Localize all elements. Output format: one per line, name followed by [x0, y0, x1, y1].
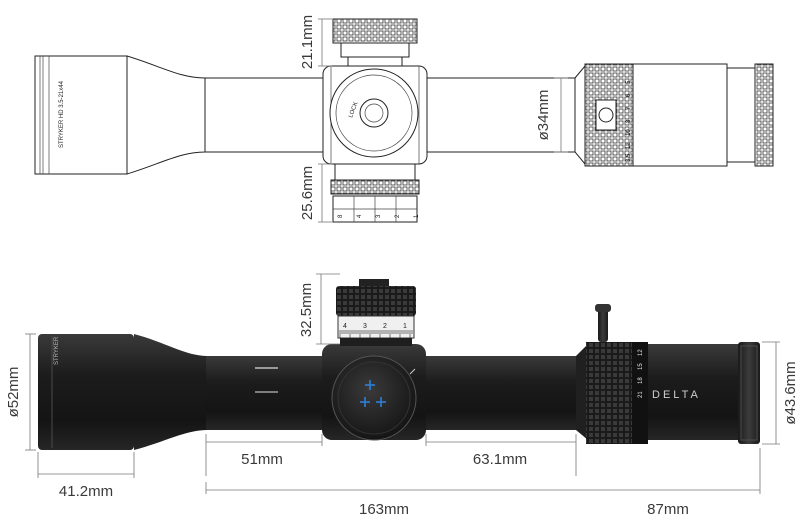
dim-rear-tube: 63.1mm [425, 434, 577, 476]
side-eyepiece: 21 18 15 12 DELTA [576, 304, 760, 444]
top-mag-number: 7 [626, 106, 632, 110]
top-mag-number: 8 [626, 119, 632, 123]
svg-text:LOCK: LOCK [348, 101, 359, 118]
top-elev-number: 8 [338, 214, 344, 218]
dim-objective-dia: ø52mm [5, 333, 36, 451]
top-mag-number: 10 [626, 129, 632, 136]
side-mag-number: 15 [638, 363, 644, 370]
top-rear-tube [426, 77, 576, 153]
dim-turret-height-label: 32.5mm [298, 283, 315, 337]
dim-objective-dia-label: ø52mm [5, 367, 22, 418]
dim-objective-len-label: 41.2mm [59, 483, 113, 500]
dim-eyepiece-dia-label: ø43.6mm [782, 361, 799, 424]
dim-front-tube-label: 51mm [241, 451, 283, 468]
top-eyepiece: 3.5 12 10 8 7 6 5 [574, 63, 774, 167]
top-brand-label: STRYKER HD 3.5-21x44 [59, 80, 65, 148]
dim-tube-label: ø34mm [535, 90, 552, 141]
dim-turret-bottom: 25.6mm [299, 163, 332, 223]
top-elev-number: 4 [357, 214, 363, 218]
top-front-tube [204, 77, 324, 153]
reticle-marks [360, 380, 386, 407]
side-front-tube [206, 356, 326, 430]
turret-scale-number: 3 [363, 323, 367, 330]
top-mag-number: 5 [626, 80, 632, 84]
dim-eyepiece-dia: ø43.6mm [762, 341, 799, 445]
turret-scale-number: 1 [403, 323, 407, 330]
side-windage-dial [331, 355, 417, 441]
side-objective: STRYKER [38, 334, 208, 450]
dim-tube: ø34mm [535, 77, 568, 153]
turret-scale-number: 2 [383, 323, 387, 330]
side-rear-tube [426, 356, 576, 430]
side-mag-number: 18 [638, 377, 644, 384]
top-view: STRYKER HD 3.5-21x44 LOCK [34, 15, 774, 223]
side-elevation-turret: 4 3 2 1 [336, 279, 416, 346]
dim-eyepiece-len-label: 87mm [647, 501, 689, 518]
top-mag-number: 3.5 [626, 153, 632, 162]
top-turret-upper [332, 18, 418, 67]
delta-logo: DELTA [652, 389, 701, 401]
top-saddle: LOCK [322, 65, 428, 165]
dim-turret-top: 21.1mm [299, 15, 332, 69]
dim-turret-height: 32.5mm [298, 273, 340, 345]
top-objective: STRYKER HD 3.5-21x44 [34, 55, 206, 175]
side-brand-label: STRYKER [54, 336, 60, 365]
top-elev-number: 3 [376, 214, 382, 218]
top-elev-number: 2 [395, 214, 401, 218]
side-mag-number: 21 [638, 391, 644, 398]
dim-front-total-label: 163mm [359, 501, 409, 518]
dim-turret-top-label: 21.1mm [299, 15, 316, 69]
top-mag-number: 12 [626, 142, 632, 149]
dim-front-total: 163mm [205, 482, 576, 518]
side-mag-number: 12 [638, 349, 644, 356]
power-throw-lever[interactable] [598, 308, 608, 342]
dim-front-tube: 51mm [205, 434, 323, 476]
top-mag-number: 6 [626, 93, 632, 97]
dim-eyepiece-len: 87mm [576, 448, 761, 518]
turret-scale-number: 4 [343, 323, 347, 330]
dim-rear-tube-label: 63.1mm [473, 451, 527, 468]
dim-turret-bottom-label: 25.6mm [299, 166, 316, 220]
top-turret-lower: 8 4 3 2 1 [330, 163, 420, 223]
dim-objective-len: 41.2mm [37, 452, 135, 500]
top-elev-number: 1 [414, 214, 420, 218]
side-saddle [322, 344, 426, 441]
